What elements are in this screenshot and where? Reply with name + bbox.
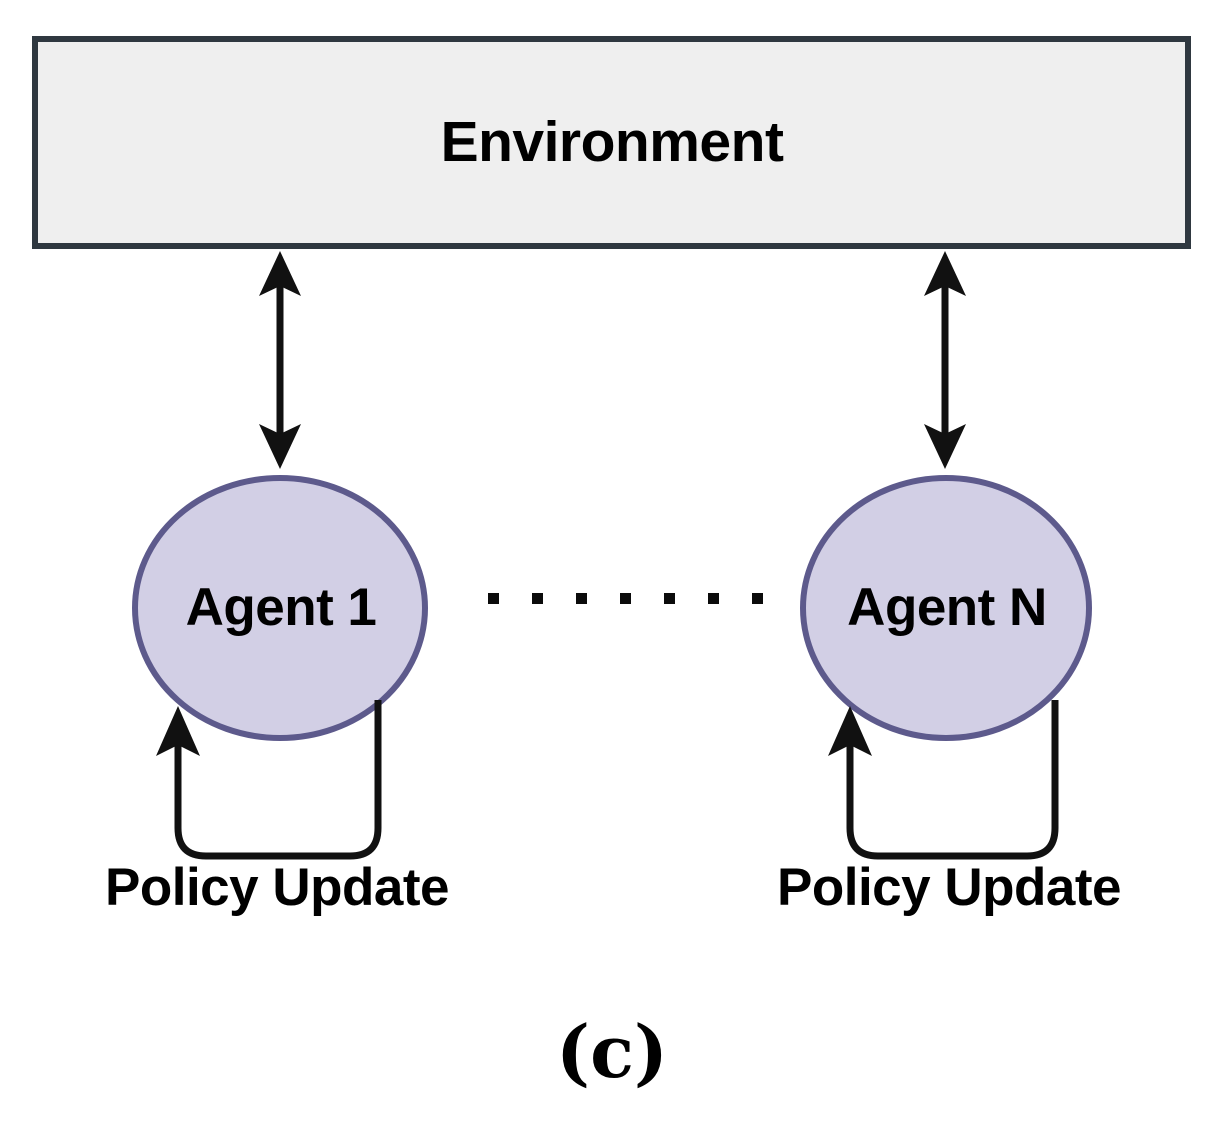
policy-loop-path (174, 700, 382, 860)
environment-agent1-arrow (259, 251, 301, 469)
arrow-head-down (259, 424, 301, 469)
agent-1-policy-update-label: Policy Update (105, 858, 449, 917)
ellipsis-dot (576, 593, 587, 604)
ellipsis-dot (752, 593, 763, 604)
ellipsis-dot (664, 593, 675, 604)
ellipsis-dot (708, 593, 719, 604)
agent-1-node[interactable]: Agent 1 (132, 475, 428, 741)
ellipsis-dot (532, 593, 543, 604)
environment-node: Environment (32, 36, 1191, 249)
agent-1-policy-update-loop: Policy Update (105, 700, 449, 917)
ellipsis-dot (620, 593, 631, 604)
agents-ellipsis (488, 593, 763, 604)
agent-n-ellipse[interactable] (800, 475, 1092, 741)
agent-n-node[interactable]: Agent N (800, 475, 1092, 741)
arrow-head-down (924, 424, 966, 469)
agent-n-policy-update-label: Policy Update (777, 858, 1121, 917)
agent-1-ellipse[interactable] (132, 475, 428, 741)
policy-loop-arrow-head (828, 706, 872, 756)
environment-agentn-arrow (924, 251, 966, 469)
agent-n-policy-update-loop: Policy Update (777, 700, 1121, 917)
agent-n-label: Agent N (847, 578, 1047, 637)
arrow-head-up (259, 251, 301, 296)
ellipsis-dot (488, 593, 499, 604)
agent-1-label: Agent 1 (186, 578, 377, 637)
figure-caption: (c) (556, 1009, 668, 1094)
arrow-head-up (924, 251, 966, 296)
policy-loop-path (846, 700, 1059, 860)
policy-loop-arrow-head (156, 706, 200, 756)
environment-box (32, 36, 1191, 249)
environment-label: Environment (441, 110, 784, 174)
